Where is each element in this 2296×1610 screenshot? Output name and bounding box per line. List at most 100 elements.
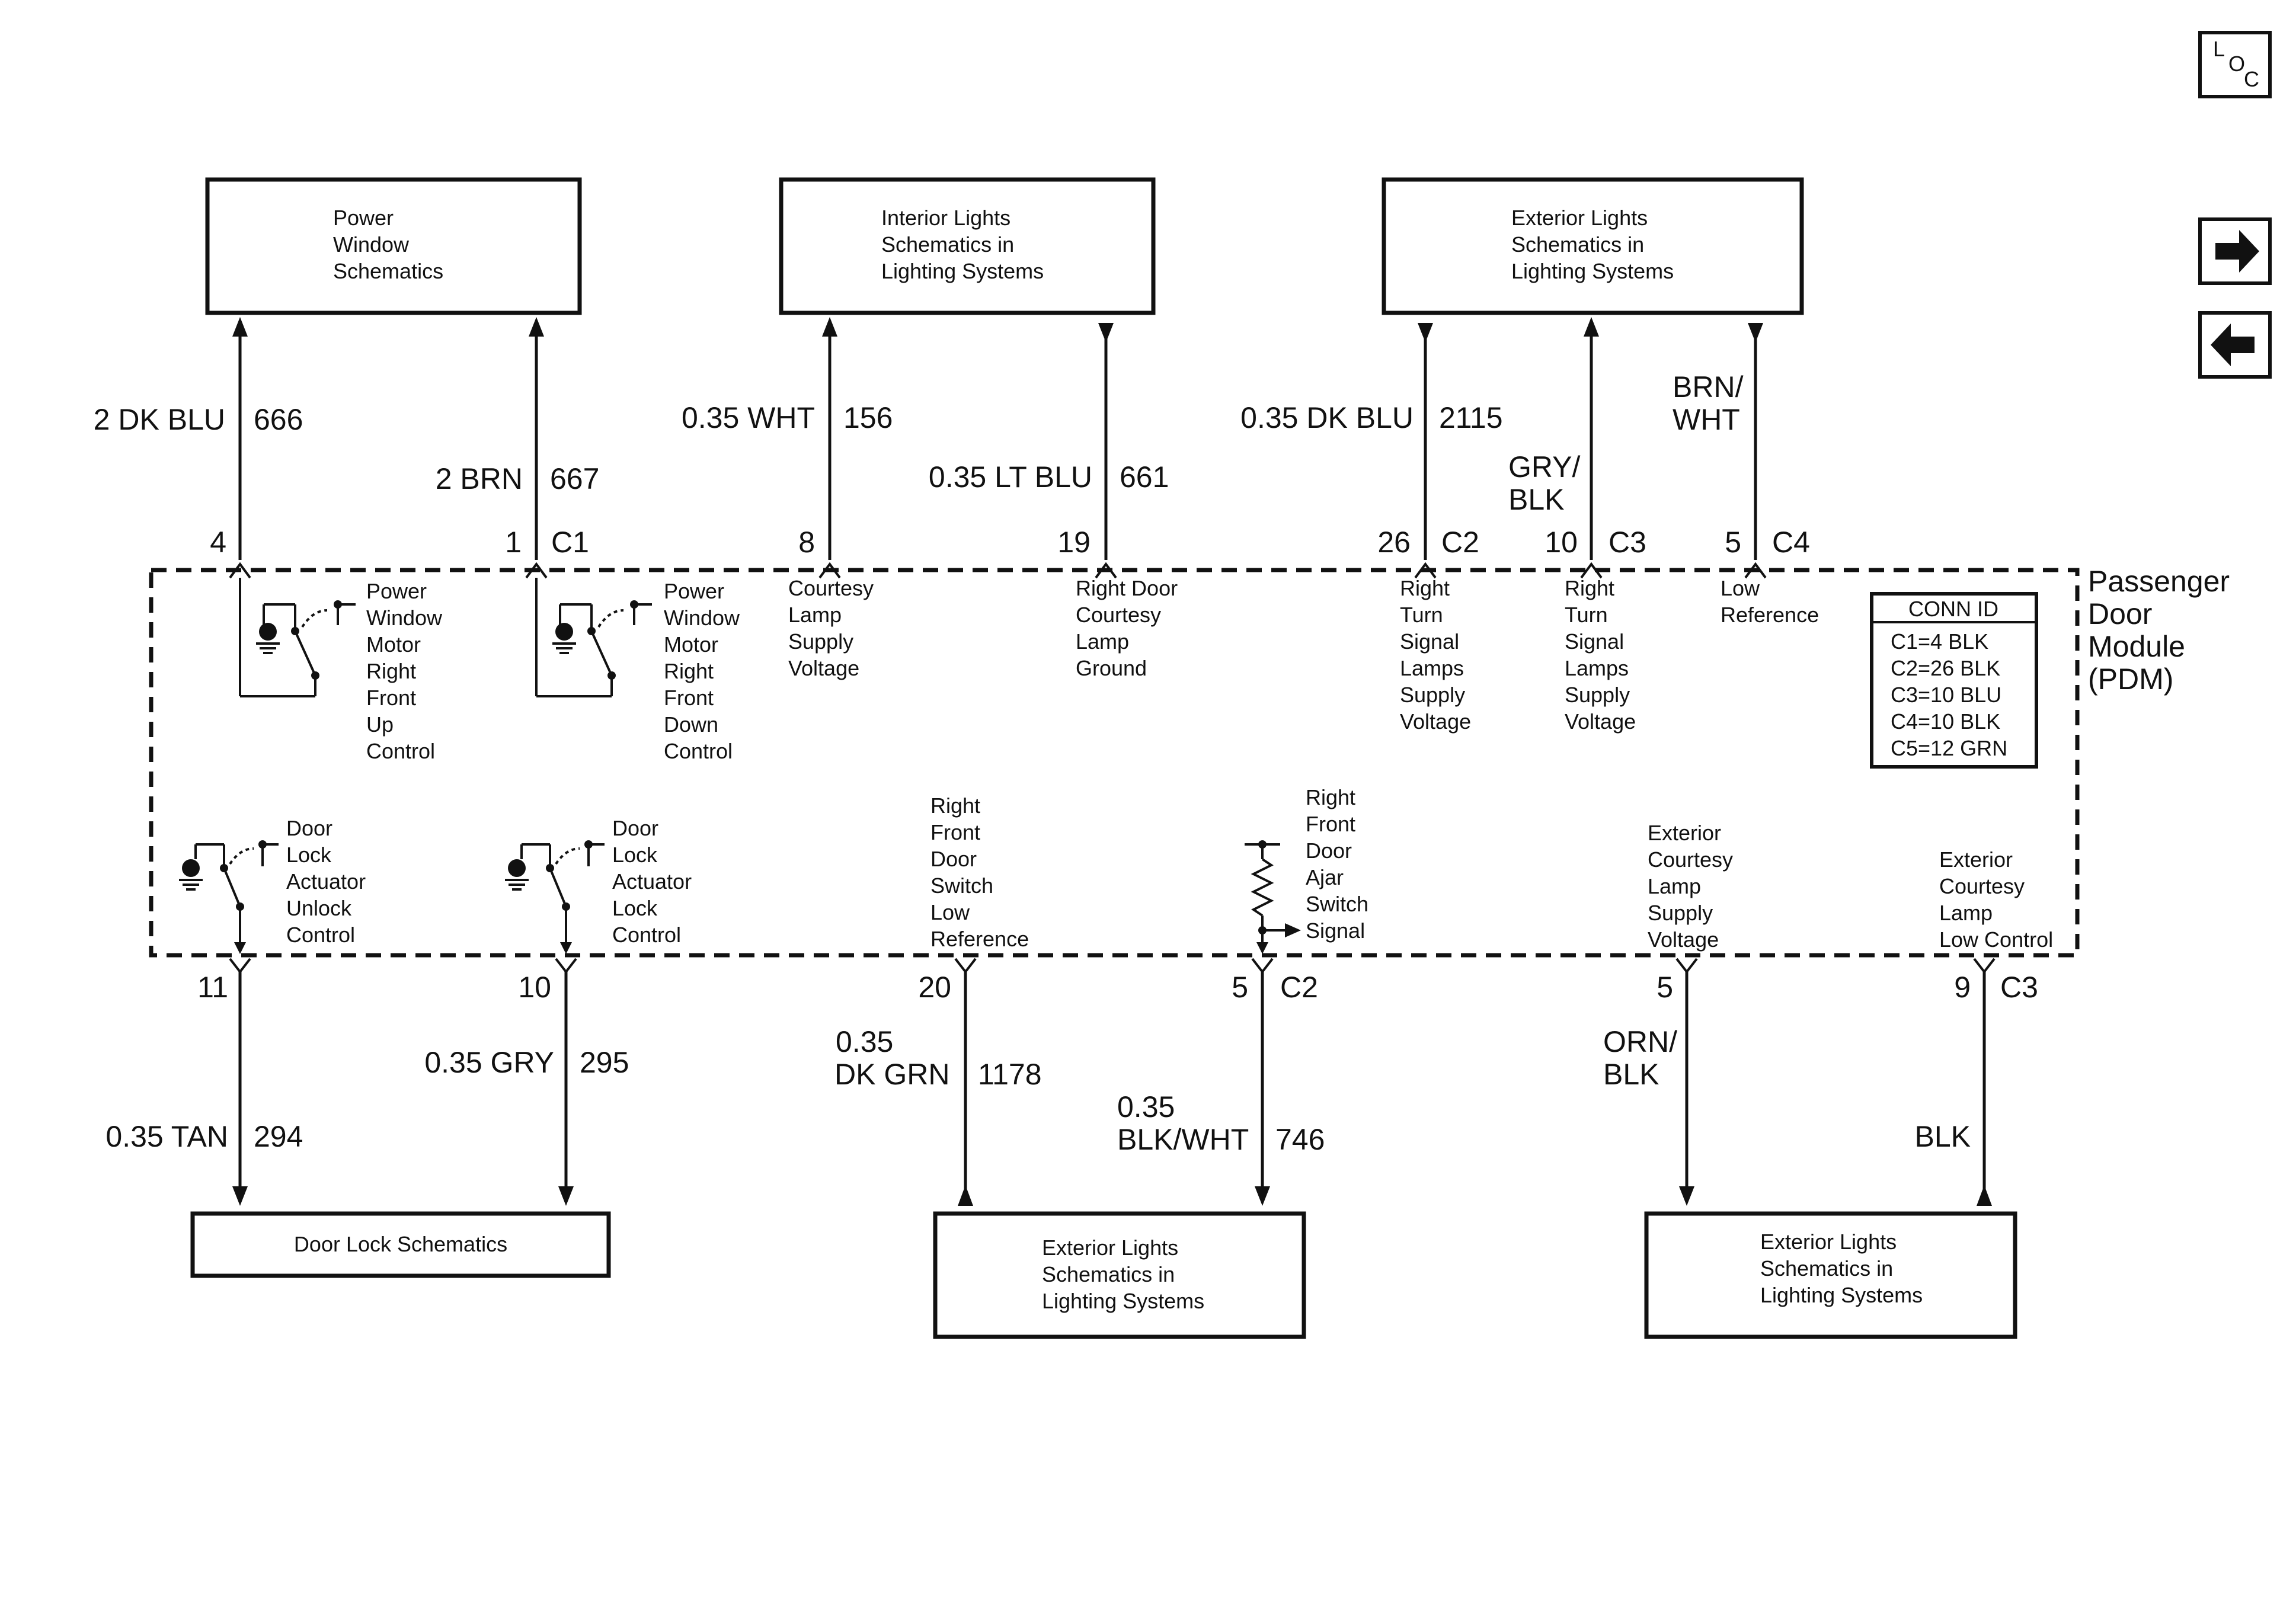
- wire-color: 0.35 TAN: [105, 1120, 228, 1153]
- circuit-number: 156: [843, 401, 893, 434]
- wire-color: 0.35 DK BLU: [1240, 401, 1414, 434]
- label-line: Switch: [930, 873, 993, 898]
- label-line: Supply: [1400, 683, 1465, 707]
- exterior-lights-bottom-mid-box[interactable]: Exterior Lights Schematics in Lighting S…: [933, 1211, 1306, 1339]
- prev-page-button[interactable]: [2198, 311, 2272, 379]
- label-line: Front: [1306, 812, 1355, 836]
- label-line: Low: [930, 900, 970, 924]
- label-line: Lamp: [1076, 629, 1129, 654]
- label-pw-down: Power Window Motor Right Front Down Cont…: [664, 579, 740, 763]
- top-pin-marks: [229, 562, 1767, 579]
- arrow-down-icon: [1098, 323, 1114, 343]
- box-line: Exterior Lights: [1760, 1230, 1897, 1254]
- label-lock-lock: Door Lock Actuator Lock Control: [612, 816, 692, 947]
- label-line: Switch: [1306, 892, 1368, 916]
- label-line: Actuator: [612, 869, 692, 894]
- label-line: Exterior: [1939, 847, 2013, 872]
- loc-o: O: [2228, 52, 2245, 76]
- label-ajar-switch: Right Front Door Ajar Switch Signal: [1306, 785, 1368, 943]
- label-line: Unlock: [286, 896, 352, 920]
- connector-id: C4: [1772, 526, 1810, 559]
- wire-746: 5 C2 0.35 BLK/WHT 746: [1117, 971, 1325, 1206]
- connector-id: C2: [1441, 526, 1479, 559]
- module-name-line: Door: [2088, 597, 2152, 630]
- label-line: Window: [366, 606, 443, 630]
- label-line: Supply: [1565, 683, 1630, 707]
- label-line: Down: [664, 712, 718, 737]
- arrow-down-icon: [1255, 1186, 1270, 1206]
- module-name-line: Passenger: [2088, 565, 2230, 598]
- wire-color: BLK/WHT: [1117, 1123, 1249, 1156]
- arrow-up-icon: [232, 317, 248, 337]
- pin-number: 20: [918, 971, 951, 1004]
- loc-button[interactable]: L O C: [2198, 31, 2272, 98]
- wire-color: BLK: [1603, 1058, 1659, 1091]
- wire-color: GRY/: [1508, 450, 1580, 484]
- loc-l: L: [2213, 37, 2225, 61]
- power-window-schematics-box[interactable]: Power Window Schematics: [205, 177, 582, 315]
- circuit-number: 667: [550, 462, 599, 495]
- pin-number: 4: [210, 526, 226, 559]
- pin-number: 5: [1657, 971, 1673, 1004]
- lock-unlock-switch-icon: [179, 840, 279, 954]
- pdm-module-name: Passenger Door Module (PDM): [2088, 565, 2230, 696]
- pin-number: 5: [1232, 971, 1248, 1004]
- wire-color: 0.35 WHT: [682, 401, 815, 434]
- pdm-module-boundary: [149, 568, 2080, 958]
- arrow-up-icon: [529, 317, 544, 337]
- wire-color: BLK: [1914, 1120, 1971, 1153]
- bottom-pin-marks: [229, 958, 1996, 974]
- label-line: Turn: [1400, 603, 1443, 627]
- label-ext-courtesy-supply: Exterior Courtesy Lamp Supply Voltage: [1648, 821, 1733, 952]
- arrow-right-icon: [2215, 230, 2259, 273]
- circuit-number: 666: [254, 403, 303, 436]
- box-line: Exterior Lights: [1511, 206, 1648, 230]
- exterior-lights-bottom-right-box[interactable]: Exterior Lights Schematics in Lighting S…: [1644, 1211, 2017, 1339]
- interior-lights-box[interactable]: Interior Lights Schematics in Lighting S…: [779, 177, 1156, 315]
- conn-id-title: CONN ID: [1908, 597, 1998, 621]
- wire-gry-blk: GRY/ BLK 10 C3: [1508, 317, 1646, 560]
- door-lock-schematics-box[interactable]: Door Lock Schematics: [190, 1211, 611, 1278]
- label-line: Signal: [1306, 918, 1365, 943]
- pw-down-switch-icon: [535, 578, 652, 697]
- wire-color: 0.35: [836, 1025, 893, 1058]
- pw-up-switch-icon: [239, 578, 356, 697]
- label-low-reference-top: Low Reference: [1721, 576, 1819, 627]
- arrow-left-icon: [2211, 324, 2255, 366]
- label-line: Lock: [286, 843, 332, 867]
- label-line: Exterior: [1648, 821, 1721, 845]
- box-line: Schematics in: [1760, 1256, 1893, 1281]
- box-line: Lighting Systems: [1760, 1283, 1923, 1307]
- label-line: Voltage: [1565, 709, 1636, 734]
- label-line: Actuator: [286, 869, 366, 894]
- wire-color: 2 BRN: [436, 462, 523, 495]
- label-lock-unlock: Door Lock Actuator Unlock Control: [286, 816, 366, 947]
- lock-lock-switch-icon: [505, 840, 605, 954]
- pin-number: 11: [197, 971, 228, 1004]
- label-line: Voltage: [1648, 927, 1719, 952]
- arrow-up-icon: [1584, 317, 1599, 337]
- arrow-down-icon: [1748, 323, 1763, 343]
- label-line: Front: [366, 686, 416, 710]
- label-courtesy-ground: Right Door Courtesy Lamp Ground: [1076, 576, 1178, 680]
- next-page-button[interactable]: [2198, 217, 2272, 285]
- label-line: Supply: [788, 629, 853, 654]
- label-line: Motor: [664, 632, 718, 657]
- label-line: Low: [1721, 576, 1760, 600]
- wire-294: 11 0.35 TAN 294: [105, 971, 303, 1206]
- label-line: Right Door: [1076, 576, 1178, 600]
- wire-color: BLK: [1508, 483, 1565, 516]
- box-line: Interior Lights: [881, 206, 1011, 230]
- pin-number: 19: [1057, 526, 1091, 559]
- pin-number: 10: [518, 971, 551, 1004]
- box-line: Power: [333, 206, 394, 230]
- conn-id-table: CONN ID C1=4 BLK C2=26 BLK C3=10 BLU C4=…: [1870, 592, 2038, 769]
- label-line: Courtesy: [1076, 603, 1161, 627]
- label-line: Courtesy: [1939, 874, 2025, 898]
- arrow-down-icon: [1679, 1186, 1694, 1206]
- exterior-lights-top-box[interactable]: Exterior Lights Schematics in Lighting S…: [1382, 177, 1804, 315]
- wire-color: 0.35 LT BLU: [929, 460, 1092, 494]
- conn-id-row: C1=4 BLK: [1891, 629, 1988, 654]
- arrow-up-icon: [822, 317, 837, 337]
